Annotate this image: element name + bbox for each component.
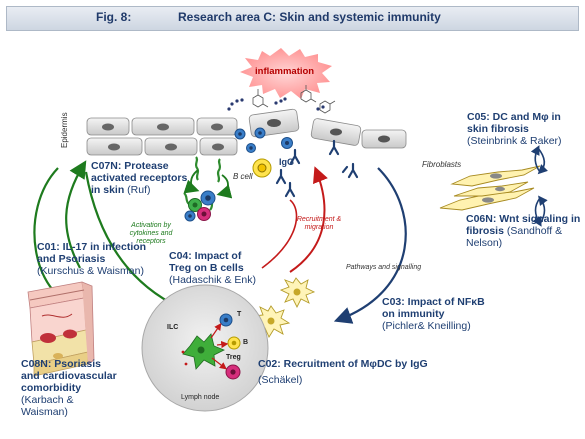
figure-title: Research area C: Skin and systemic immun…	[178, 10, 441, 24]
c08n-authors-line1: (Karbach &	[21, 394, 74, 406]
b-cell-ln-label: B	[243, 339, 249, 346]
inflammation-label: inflammation	[255, 66, 315, 77]
inflammation-burst	[240, 48, 332, 99]
c03-authors: (Pichler& Kneilling)	[382, 320, 471, 332]
arrow-fibroblast-c05	[530, 145, 541, 173]
antibodies-igg	[275, 139, 359, 198]
arrow-c08n-to-skin	[65, 160, 87, 269]
project-c06n: C06N: Wnt signaling in fibrosis (Sandhof…	[466, 213, 580, 249]
arrow-recruitment-2	[261, 199, 298, 269]
project-c03: C03: Impact of NFκB on immunity (Pichler…	[382, 296, 485, 332]
c04-title-line1: C04: Impact of	[169, 250, 242, 262]
c08n-authors-line2: Waisman)	[21, 406, 68, 418]
cytokine-dots	[227, 97, 325, 111]
c06n-title-line2: fibrosis	[466, 225, 504, 237]
activation-label: Activation by cytokines and receptors	[129, 222, 173, 245]
project-c05: C05: DC and Mφ in skin fibrosis (Steinbr…	[467, 111, 562, 147]
c03-title-line1: C03: Impact of NFκB	[382, 296, 485, 308]
c02-authors: (Schäkel)	[258, 374, 303, 386]
b-cell-label: B cell	[233, 172, 253, 181]
c07n-authors: (Ruf)	[124, 184, 151, 196]
c06n-title-line1: C06N: Wnt signaling in	[466, 213, 581, 225]
project-c08n: C08N: Psoriasis and cardiovascular comor…	[21, 358, 117, 418]
c03-title-line2: on immunity	[382, 308, 445, 320]
c08n-title-line2: and cardiovascular	[21, 370, 117, 382]
arrow-recruitment-1	[289, 166, 328, 273]
ilc-label: ILC	[167, 324, 179, 331]
arrow-pathways	[333, 167, 407, 324]
c05-authors: (Steinbrink & Raker)	[467, 135, 562, 147]
t-cell-label: T	[237, 311, 242, 318]
c05-title-line1: C05: DC and Mφ in	[467, 111, 561, 123]
c04-authors: (Hadaschik & Enk)	[169, 274, 256, 286]
c01-title-line2: and Psoriasis	[37, 253, 106, 265]
molecule-structures	[252, 85, 336, 114]
project-c01: C01: IL-17 in infection and Psoriasis (K…	[37, 241, 146, 277]
epidermis-cells	[86, 108, 407, 156]
pathways-label: Pathways and signalling	[346, 264, 422, 271]
lymph-node	[141, 284, 269, 412]
fibroblast-cells	[439, 165, 541, 211]
c05-title-line2: skin fibrosis	[467, 123, 529, 135]
figure-header-bar	[6, 6, 579, 31]
recruitment-label: Recruitment & migration	[296, 216, 342, 231]
fibroblasts-label: Fibroblasts	[422, 160, 462, 169]
immune-cells-skin	[234, 127, 293, 153]
c01-title-line1: C01: IL-17 in infection	[37, 241, 147, 253]
project-c04: C04: Impact of Treg on B cells (Hadaschi…	[169, 250, 256, 286]
c08n-title-line3: comorbidity	[21, 382, 82, 394]
c04-title-line2: Treg on B cells	[169, 262, 244, 274]
receptor-cluster	[183, 156, 222, 222]
c06n-authors-line1: (Sandhoff &	[503, 225, 563, 237]
arrow-fibroblast-c06n	[532, 197, 542, 227]
c06n-authors-line2: Nelson)	[466, 237, 503, 249]
c01-authors: (Kurschus & Waisman)	[37, 265, 144, 277]
project-c07n: C07N: Protease activated receptors in sk…	[91, 160, 187, 196]
c07n-title-line3: in skin	[91, 184, 125, 196]
arrow-c05-fibroblast	[537, 147, 548, 175]
skin-cross-section	[27, 281, 95, 377]
igg-label: IgG	[279, 157, 294, 167]
c02-title-line1: C02: Recruitment of MφDC by IgG	[258, 358, 428, 370]
macrophage-dc-cells	[252, 277, 316, 338]
lymph-node-label: Lymph node	[181, 394, 220, 401]
c08n-title-line1: C08N: Psoriasis	[21, 358, 101, 370]
c07n-title-line2: activated receptors	[91, 172, 188, 184]
treg-label: Treg	[226, 354, 241, 361]
epidermis-label: Epidermis	[60, 112, 69, 148]
c07n-title-line1: C07N: Protease	[91, 160, 169, 172]
figure-number: Fig. 8:	[96, 10, 132, 24]
b-cell	[252, 158, 272, 178]
project-c02: C02: Recruitment of MφDC by IgG (Schäkel…	[258, 358, 428, 386]
